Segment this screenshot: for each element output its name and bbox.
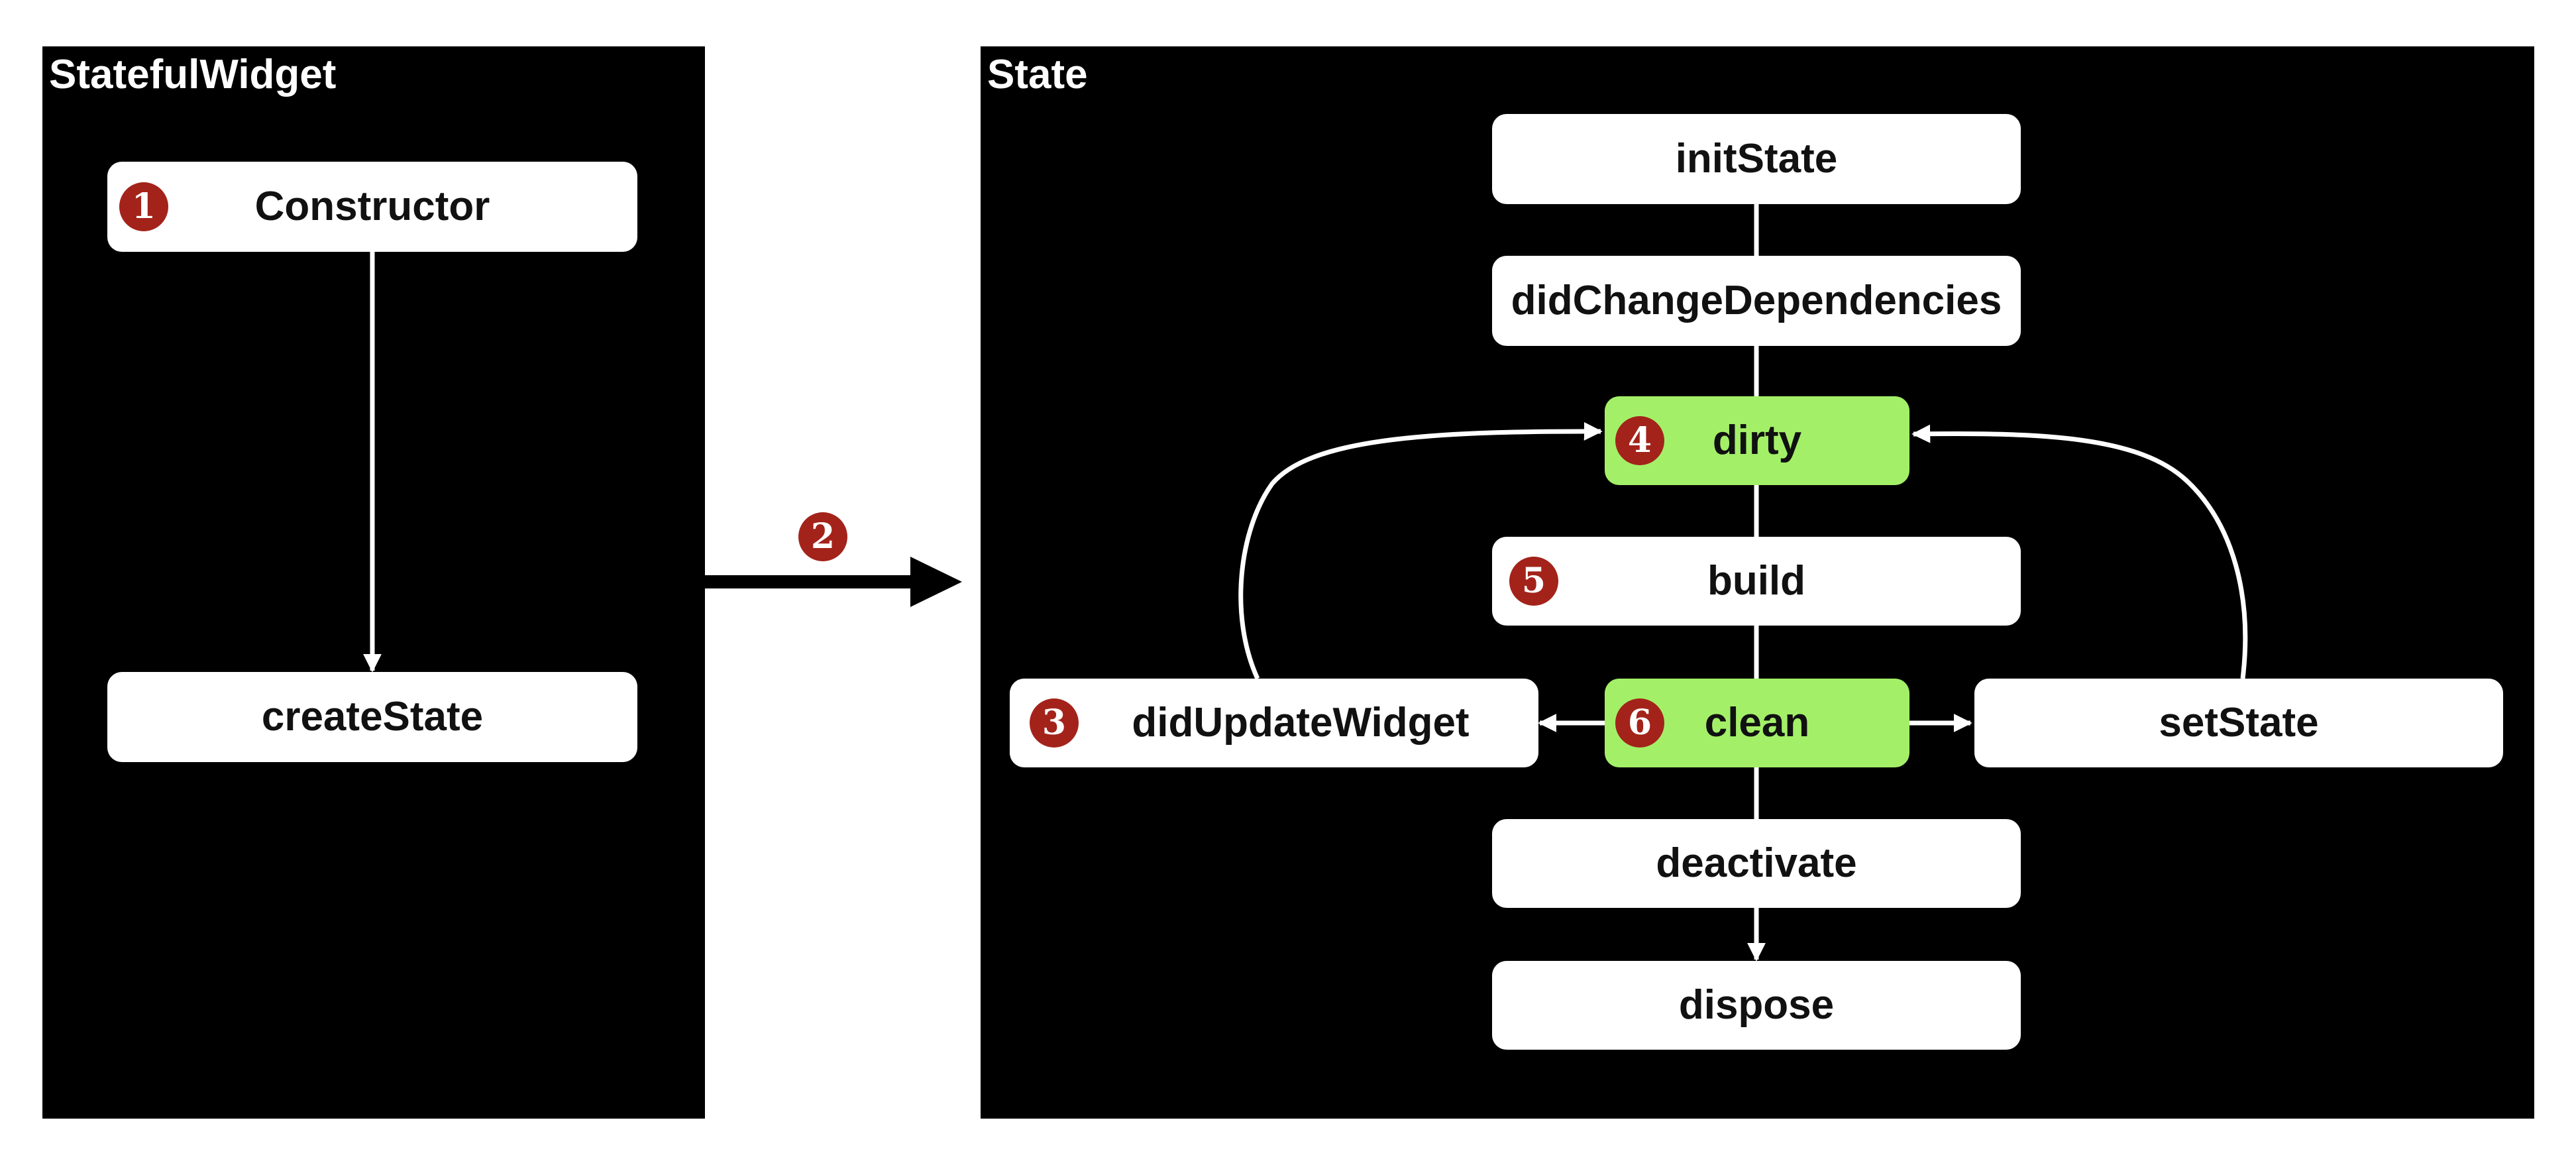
stateful-widget-panel-title: StatefulWidget [49,52,337,97]
deactivate-label: deactivate [1656,840,1857,886]
transition-arrow-head [910,557,962,607]
deactivate-node: deactivate [1492,819,2021,908]
build-node: 5 build [1492,537,2021,626]
init-state-label: initState [1675,136,1838,182]
did-update-widget-step-badge: 3 [1030,698,1079,748]
init-state-node: initState [1492,114,2021,204]
clean-label: clean [1704,700,1810,746]
set-state-node: setState [1974,679,2503,767]
create-state-label: createState [261,694,484,740]
set-state-label: setState [2159,700,2319,746]
dirty-node: 4 dirty [1605,396,1909,485]
clean-step-badge: 6 [1615,698,1664,748]
did-change-dependencies-label: didChangeDependencies [1511,278,2002,323]
did-change-dependencies-node: didChangeDependencies [1492,256,2021,346]
build-label: build [1707,558,1806,604]
connector-setstate-dirty [1911,424,2248,679]
dispose-label: dispose [1678,982,1835,1028]
transition-step-badge: 2 [798,512,847,561]
state-panel-title: State [987,52,1088,97]
dirty-label: dirty [1712,417,1802,463]
dirty-step-badge: 4 [1615,416,1664,465]
dispose-node: dispose [1492,961,2021,1050]
constructor-label: Constructor [254,184,490,229]
connector-didupdatewidget-dirty [1238,421,1603,680]
constructor-node: 1 Constructor [107,162,637,252]
clean-node: 6 clean [1605,679,1909,767]
constructor-step-badge: 1 [119,182,168,231]
did-update-widget-label: didUpdateWidget [1132,700,1470,746]
did-update-widget-node: 3 didUpdateWidget [1010,679,1538,767]
build-step-badge: 5 [1509,557,1558,606]
create-state-node: createState [107,672,637,762]
